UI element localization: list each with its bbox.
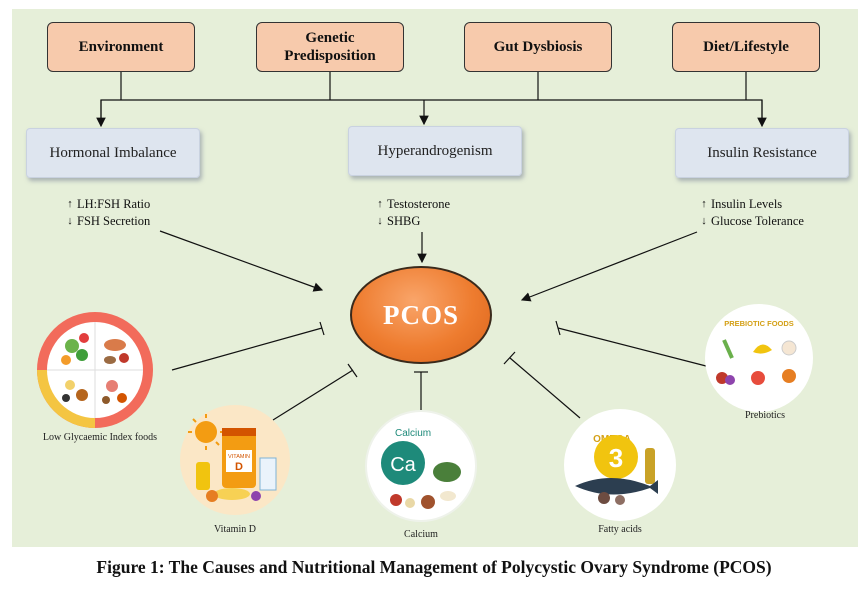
- inhibit-bar-fatty-acids: [503, 351, 516, 365]
- marker-testosterone: Testosterone: [387, 197, 450, 211]
- markers-hormonal: ↑ LH:FSH Ratio ↓ FSH Secretion: [66, 196, 150, 230]
- pcos-node: PCOS: [350, 266, 492, 364]
- inhibit-line-fatty-acids: [509, 357, 581, 419]
- inhibit-line-glycaemic: [171, 327, 323, 371]
- cause-genetic-predisposition: Genetic Predisposition: [256, 22, 404, 72]
- figure-caption: Figure 1: The Causes and Nutritional Man…: [96, 557, 772, 577]
- cause-diet-lifestyle: Diet/Lifestyle: [672, 22, 820, 72]
- cause-gut-dysbiosis: Gut Dysbiosis: [464, 22, 612, 72]
- inhibit-line-prebiotics: [557, 327, 707, 367]
- markers-insulin: ↑ Insulin Levels ↓ Glucose Tolerance: [700, 196, 804, 230]
- mechanism-hyperandrogenism: Hyperandrogenism: [348, 126, 522, 176]
- inhibit-bar-glycaemic: [319, 321, 325, 336]
- svg-text:D: D: [235, 461, 243, 473]
- label-fatty-acids: Fatty acids: [598, 524, 642, 535]
- marker-shbg: SHBG: [387, 214, 421, 228]
- mechanism-insulin-resistance: Insulin Resistance: [675, 128, 849, 178]
- arrow-hormonal-to-pcos: [159, 230, 324, 292]
- calcium-icon: Calcium Ca: [365, 410, 477, 522]
- down-arrow-icon: ↓: [377, 215, 383, 227]
- mechanism-hormonal-imbalance: Hormonal Imbalance: [26, 128, 200, 178]
- label-prebiotics: Prebiotics: [745, 410, 785, 421]
- inhibit-bar-vitamin-d: [347, 363, 358, 378]
- inhibit-line-vitamin-d: [272, 369, 354, 421]
- prebiotic-foods-icon: PREBIOTIC FOODS: [705, 304, 813, 412]
- up-arrow-icon: ↑: [701, 198, 707, 210]
- inhibit-bar-prebiotics: [555, 320, 561, 336]
- up-arrow-icon: ↑: [377, 198, 383, 210]
- svg-text:Ca: Ca: [390, 454, 416, 476]
- svg-text:PREBIOTIC FOODS: PREBIOTIC FOODS: [724, 319, 794, 328]
- label-low-gi-foods: Low Glycaemic Index foods: [42, 432, 158, 443]
- marker-fsh-secretion: FSH Secretion: [77, 214, 151, 228]
- down-arrow-icon: ↓: [701, 215, 707, 227]
- arrow-insulin-to-pcos: [520, 231, 698, 302]
- svg-text:VITAMIN: VITAMIN: [228, 454, 250, 460]
- marker-glucose-tolerance: Glucose Tolerance: [711, 214, 804, 228]
- label-vitamin-d: Vitamin D: [214, 524, 256, 535]
- svg-text:3: 3: [609, 443, 623, 473]
- down-arrow-icon: ↓: [67, 215, 73, 227]
- svg-text:Calcium: Calcium: [395, 428, 431, 439]
- markers-hyperandrogenism: ↑ Testosterone ↓ SHBG: [376, 196, 450, 230]
- up-arrow-icon: ↑: [67, 198, 73, 210]
- omega3-icon: OMEGA 3: [564, 409, 676, 521]
- marker-insulin-levels: Insulin Levels: [711, 197, 783, 211]
- plate-icon: [37, 312, 153, 428]
- vitamin-d-icon: VITAMIN D: [180, 405, 290, 515]
- label-calcium: Calcium: [404, 529, 438, 540]
- marker-lh-fsh: LH:FSH Ratio: [77, 197, 151, 211]
- cause-environment: Environment: [47, 22, 195, 72]
